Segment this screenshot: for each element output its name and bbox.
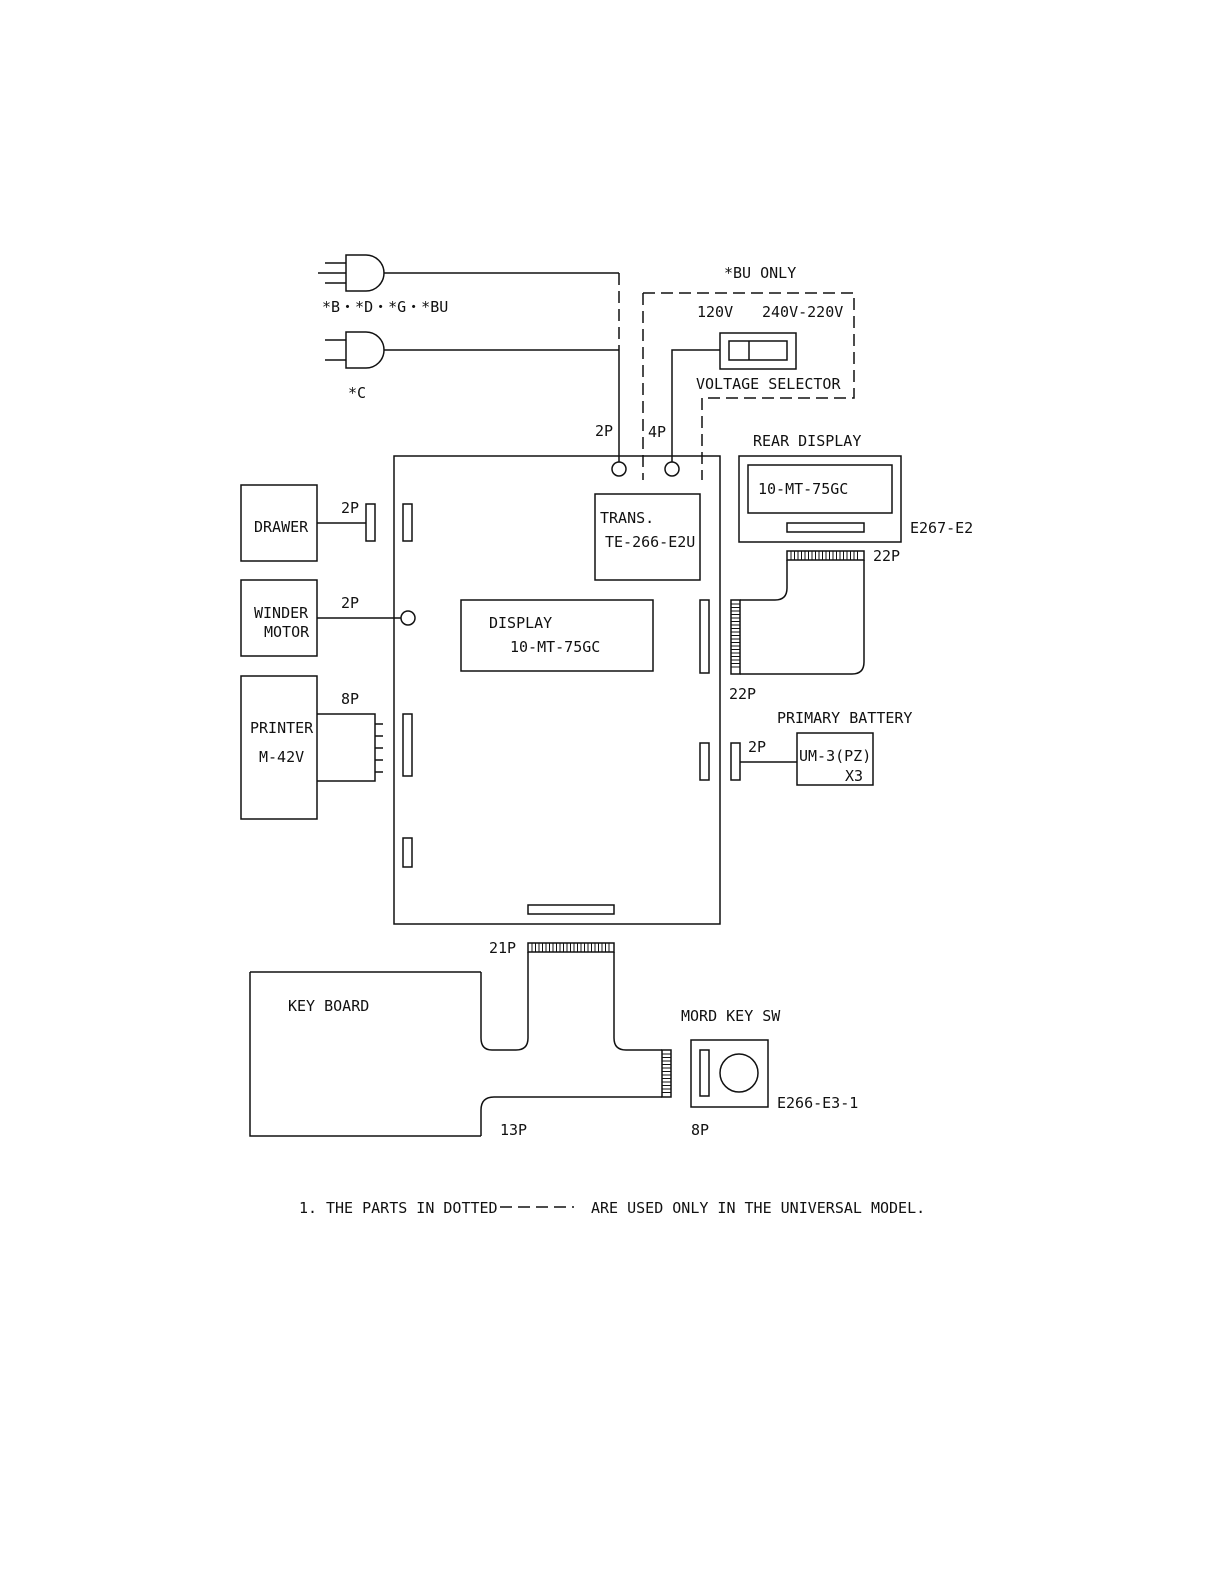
- battery-pack: [796, 732, 874, 786]
- mode-key-switch-slot: [699, 1049, 710, 1097]
- keyboard-connector-bottom-label: 13P: [500, 1121, 527, 1139]
- battery-connector-label: 2P: [748, 738, 766, 756]
- drawer-connector-label: 2P: [341, 499, 359, 517]
- main-board: [393, 455, 721, 925]
- footnote-text-start: THE PARTS IN DOTTED: [326, 1199, 498, 1217]
- printer-label: PRINTER: [250, 719, 314, 737]
- printer-model: M-42V: [259, 748, 304, 766]
- footnote-number: 1.: [299, 1199, 317, 1217]
- lower-plug: [325, 331, 619, 369]
- winder-motor-label: WINDER: [254, 604, 309, 622]
- battery-connector: [730, 742, 741, 781]
- battery-title: PRIMARY BATTERY: [777, 709, 912, 727]
- board-connector-aux: [402, 837, 413, 868]
- rear-display-screen: [747, 464, 893, 514]
- winder-motor-connector-label: 2P: [341, 594, 359, 612]
- voltage-selector-label: VOLTAGE SELECTOR: [696, 375, 841, 393]
- printer-connector-label: 8P: [341, 690, 359, 708]
- printer-cable: [317, 713, 376, 782]
- power-connector-label: 2P: [595, 422, 613, 440]
- rear-display-ribbon-cable: [730, 550, 865, 675]
- printer-connector-pins: [375, 723, 383, 773]
- drawer-label: DRAWER: [254, 518, 309, 536]
- footnote-text-end: ARE USED ONLY IN THE UNIVERSAL MODEL.: [591, 1199, 925, 1217]
- transformer: [594, 493, 701, 581]
- rear-display-model: 10-MT-75GC: [758, 480, 848, 498]
- rear-display-connector: [786, 522, 865, 533]
- display-model: 10-MT-75GC: [510, 638, 600, 656]
- selector-connector-label: 4P: [648, 423, 666, 441]
- selector-lead: [671, 349, 720, 462]
- voltage-selector-switch: [719, 332, 797, 370]
- battery-count: X3: [845, 767, 863, 785]
- board-connector-printer: [402, 713, 413, 777]
- bu-only-label: *BU ONLY: [724, 264, 796, 282]
- selector-120v-label: 120V: [697, 303, 733, 321]
- universal-only-region: [642, 292, 855, 480]
- rear-display-part-no: E267-E2: [910, 519, 973, 537]
- keyboard-connector-top-label: 21P: [489, 939, 516, 957]
- keyboard-label: KEY BOARD: [288, 997, 369, 1015]
- rear-display-bottom-connector-label: 22P: [729, 685, 756, 703]
- keyboard: [249, 971, 481, 1137]
- rear-display: [738, 455, 902, 543]
- lower-plug-label: *C: [348, 384, 366, 402]
- board-connector-rear-display: [699, 599, 710, 674]
- board-connector-keyboard: [527, 904, 615, 915]
- board-connector-drawer: [402, 503, 413, 542]
- display-label: DISPLAY: [489, 614, 552, 632]
- winder-motor-label-2: MOTOR: [264, 623, 310, 641]
- mode-key-switch-part-no: E266-E3-1: [777, 1094, 858, 1112]
- transformer-model: TE-266-E2U: [605, 533, 695, 551]
- selector-240v-label: 240V-220V: [762, 303, 843, 321]
- board-connector-battery: [699, 742, 710, 781]
- keyboard-ribbon-cable: [480, 942, 672, 1136]
- printer: [240, 675, 318, 820]
- winder-motor-connector: [400, 610, 416, 626]
- transformer-label: TRANS.: [600, 509, 654, 527]
- rear-display-title: REAR DISPLAY: [753, 432, 861, 450]
- display-module: [460, 599, 654, 672]
- drawer-connector: [365, 503, 376, 542]
- mode-key-switch: [690, 1039, 769, 1108]
- mode-key-lock-icon: [719, 1053, 759, 1093]
- mode-key-switch-connector-label: 8P: [691, 1121, 709, 1139]
- power-connector: [611, 461, 627, 477]
- mode-key-switch-title: MORD KEY SW: [681, 1007, 781, 1025]
- selector-connector: [664, 461, 680, 477]
- upper-plug-label: *B・*D・*G・*BU: [322, 298, 448, 316]
- upper-plug: [318, 254, 619, 292]
- rear-display-top-connector-label: 22P: [873, 547, 900, 565]
- battery-model: UM-3(PZ): [799, 747, 871, 765]
